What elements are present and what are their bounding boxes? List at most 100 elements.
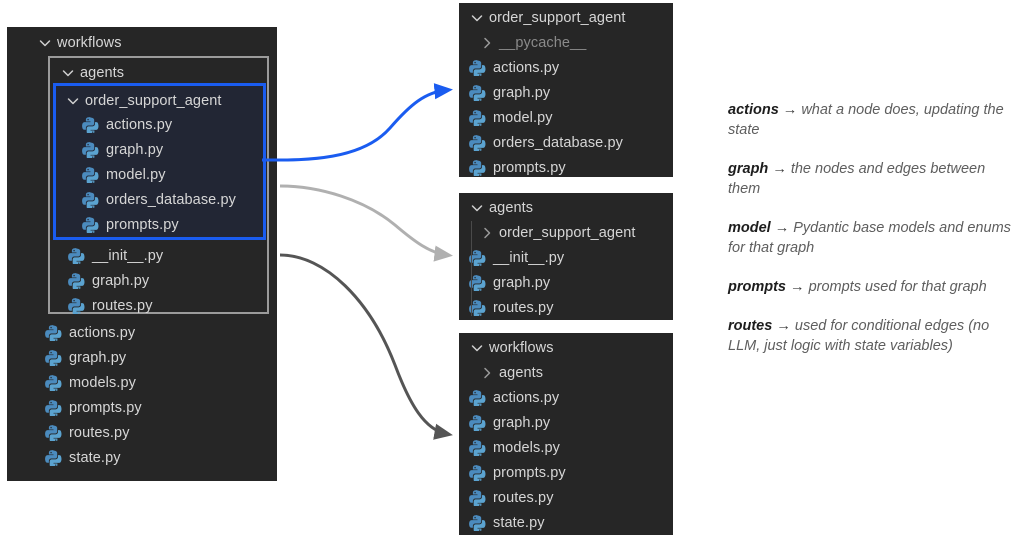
legend-arrow-icon: → bbox=[774, 220, 790, 236]
chevron-down-icon[interactable] bbox=[60, 65, 76, 81]
tree-label: agents bbox=[80, 64, 125, 81]
tree-row-file[interactable]: __init__.py bbox=[68, 243, 163, 268]
tree-label: prompts.py bbox=[493, 159, 566, 176]
tree-row-file[interactable]: graph.py bbox=[68, 268, 163, 293]
legend-arrow-icon: → bbox=[782, 102, 798, 118]
tree-row-file[interactable]: routes.py bbox=[469, 295, 673, 320]
legend-term: actions bbox=[728, 102, 779, 118]
tree-label: actions.py bbox=[493, 389, 560, 406]
tree-label: orders_database.py bbox=[493, 134, 623, 151]
tree-label: model.py bbox=[106, 166, 166, 183]
chevron-down-icon[interactable] bbox=[469, 200, 485, 216]
tree-row-folder[interactable]: order_support_agent bbox=[469, 220, 673, 245]
chevron-down-icon[interactable] bbox=[65, 93, 81, 109]
tree-row-workflows[interactable]: workflows bbox=[37, 30, 122, 55]
tree-label: graph.py bbox=[493, 274, 551, 291]
tree-row-file[interactable]: routes.py bbox=[68, 293, 163, 318]
tree-row-file[interactable]: graph.py bbox=[469, 80, 673, 105]
tree-row-file[interactable]: graph.py bbox=[469, 270, 673, 295]
legend-term: model bbox=[728, 220, 771, 236]
tree-row-file[interactable]: graph.py bbox=[469, 410, 673, 435]
panel-header-agents[interactable]: agents bbox=[469, 195, 673, 220]
tree-label: graph.py bbox=[493, 414, 551, 431]
tree-label: orders_database.py bbox=[106, 191, 236, 208]
legend-description: used for conditional edges (no LLM, just… bbox=[728, 318, 990, 354]
tree-row-file[interactable]: prompts.py bbox=[469, 155, 673, 180]
tree-label: prompts.py bbox=[106, 216, 179, 233]
legend-term: graph bbox=[728, 161, 769, 177]
tree-label: order_support_agent bbox=[85, 92, 222, 109]
tree-row-file[interactable]: routes.py bbox=[45, 420, 142, 445]
panel-header-order-support-agent[interactable]: order_support_agent bbox=[469, 5, 673, 30]
chevron-right-icon[interactable] bbox=[479, 225, 495, 241]
agents-file-list: __init__.py graph.py routes.py bbox=[68, 243, 163, 318]
python-file-icon bbox=[45, 374, 62, 391]
legend-note: graph → the nodes and edges between them bbox=[728, 159, 1016, 199]
tree-row-file[interactable]: actions.py bbox=[469, 385, 673, 410]
tree-row-file[interactable]: graph.py bbox=[82, 137, 236, 162]
python-file-icon bbox=[68, 297, 85, 314]
tree-label: prompts.py bbox=[493, 464, 566, 481]
legend-arrow-icon: → bbox=[776, 318, 791, 334]
chevron-down-icon[interactable] bbox=[469, 340, 485, 356]
panel-header-label: agents bbox=[489, 199, 534, 216]
python-file-icon bbox=[469, 414, 486, 431]
tree-row-file[interactable]: routes.py bbox=[469, 485, 673, 510]
tree-row-file[interactable]: prompts.py bbox=[469, 460, 673, 485]
python-file-icon bbox=[469, 489, 486, 506]
panel-header-workflows[interactable]: workflows bbox=[469, 335, 673, 360]
connector-workflows bbox=[279, 253, 453, 440]
tree-row-file[interactable]: actions.py bbox=[469, 55, 673, 80]
python-file-icon bbox=[469, 84, 486, 101]
tree-row-file[interactable]: prompts.py bbox=[45, 395, 142, 420]
tree-label: agents bbox=[499, 364, 544, 381]
legend-description: prompts used for that graph bbox=[808, 279, 987, 295]
tree-row-folder[interactable]: agents bbox=[469, 360, 673, 385]
python-file-icon bbox=[469, 159, 486, 176]
legend-annotations: actions → what a node does, updating the… bbox=[728, 100, 1016, 375]
legend-arrow-icon: → bbox=[790, 279, 805, 295]
legend-term: prompts bbox=[728, 279, 786, 295]
tree-label: graph.py bbox=[92, 272, 150, 289]
python-file-icon bbox=[45, 424, 62, 441]
python-file-icon bbox=[469, 439, 486, 456]
order-support-agent-panel: order_support_agent __pycache__actions.p… bbox=[459, 3, 673, 177]
python-file-icon bbox=[45, 449, 62, 466]
chevron-right-icon[interactable] bbox=[479, 35, 495, 51]
tree-row-file[interactable]: prompts.py bbox=[82, 212, 236, 237]
python-file-icon bbox=[82, 166, 99, 183]
python-file-icon bbox=[45, 349, 62, 366]
tree-row-file[interactable]: state.py bbox=[469, 510, 673, 535]
tree-row-file[interactable]: model.py bbox=[82, 162, 236, 187]
tree-row-file[interactable]: models.py bbox=[469, 435, 673, 460]
python-file-icon bbox=[82, 141, 99, 158]
tree-row-file[interactable]: orders_database.py bbox=[82, 187, 236, 212]
tree-row-folder[interactable]: __pycache__ bbox=[469, 30, 673, 55]
connector-order-support-agent bbox=[261, 83, 453, 162]
chevron-right-icon[interactable] bbox=[479, 365, 495, 381]
python-file-icon bbox=[82, 216, 99, 233]
tree-row-file[interactable]: graph.py bbox=[45, 345, 142, 370]
tree-row-file[interactable]: actions.py bbox=[82, 112, 236, 137]
indent-guide-line bbox=[471, 221, 472, 316]
legend-term: routes bbox=[728, 318, 773, 334]
python-file-icon bbox=[469, 389, 486, 406]
tree-row-file[interactable]: actions.py bbox=[45, 320, 142, 345]
tree-row-file[interactable]: orders_database.py bbox=[469, 130, 673, 155]
chevron-down-icon[interactable] bbox=[469, 10, 485, 26]
tree-row-file[interactable]: state.py bbox=[45, 445, 142, 470]
tree-row-file[interactable]: model.py bbox=[469, 105, 673, 130]
tree-row-order-support-agent[interactable]: order_support_agent bbox=[65, 88, 222, 113]
chevron-down-icon[interactable] bbox=[37, 35, 53, 51]
panel-header-label: workflows bbox=[489, 339, 554, 356]
tree-row-file[interactable]: __init__.py bbox=[469, 245, 673, 270]
tree-row-agents[interactable]: agents bbox=[60, 60, 124, 85]
tree-row-file[interactable]: models.py bbox=[45, 370, 142, 395]
python-file-icon bbox=[469, 514, 486, 531]
